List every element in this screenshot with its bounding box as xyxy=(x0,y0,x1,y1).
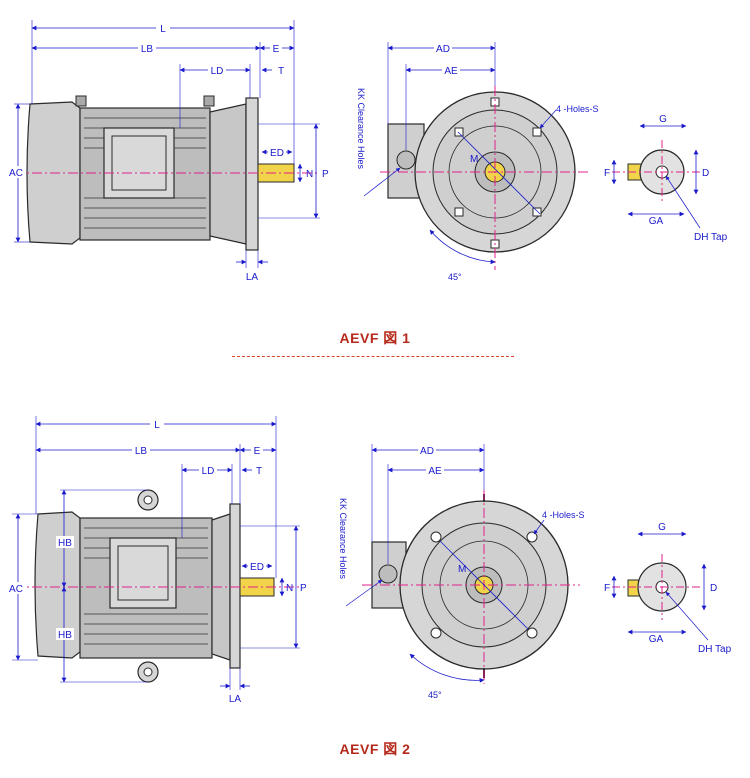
fig2-label-E: E xyxy=(254,446,261,457)
fig2-label-T: T xyxy=(256,466,262,477)
fig1-label-GA: GA xyxy=(649,216,664,227)
figure-2: L LB E LD T xyxy=(6,416,732,705)
figure-separator xyxy=(232,356,514,357)
fig2-label-angle: 45° xyxy=(428,690,442,700)
fig2-shaft-end-view: G F D GA DH Tap xyxy=(604,522,732,655)
fig1-label-angle: 45° xyxy=(448,272,462,282)
figure-2-caption: AEVF 図 2 xyxy=(339,741,411,757)
fig1-shaft-end-view: G F D GA DH Tap xyxy=(604,114,728,243)
fig1-label-AC: AC xyxy=(9,168,23,179)
fig2-label-KK: KK Clearance Holes xyxy=(338,498,348,580)
fig1-label-F: F xyxy=(604,168,610,179)
fig2-label-G: G xyxy=(658,522,666,533)
fig2-label-HB-bottom: HB xyxy=(58,630,72,641)
fig1-side-view: L LB E LD T AC xyxy=(6,20,329,283)
fig1-label-LB: LB xyxy=(141,44,154,55)
fig2-label-LD: LD xyxy=(202,466,215,477)
fig2-label-F: F xyxy=(604,583,610,594)
fig2-label-AE: AE xyxy=(428,466,442,477)
fig2-label-LB: LB xyxy=(135,446,148,457)
fig1-label-M: M xyxy=(470,154,478,165)
fig2-label-D: D xyxy=(710,583,717,594)
fig2-label-GA: GA xyxy=(649,634,664,645)
fig2-label-AD: AD xyxy=(420,446,434,457)
fig2-front-view: AD AE M KK Clearance Holes 4 -Holes-S 45… xyxy=(338,444,585,700)
fig2-label-N: N xyxy=(286,583,293,594)
fig2-label-holes: 4 -Holes-S xyxy=(542,510,585,520)
fig2-label-ED: ED xyxy=(250,562,264,573)
figure-1-caption: AEVF 図 1 xyxy=(339,330,411,346)
fig1-label-DH: DH Tap xyxy=(694,232,728,243)
fig1-label-G: G xyxy=(659,114,667,125)
fig1-front-view: AD AE M KK Clearance Holes 4 -Holes-S 45… xyxy=(356,42,599,282)
fig1-label-LA: LA xyxy=(246,272,259,283)
fig2-label-HB-top: HB xyxy=(58,538,72,549)
fig1-label-ED: ED xyxy=(270,148,284,159)
fig1-label-T: T xyxy=(278,66,284,77)
fig1-label-L: L xyxy=(160,24,166,35)
fig1-label-P: P xyxy=(322,169,329,180)
fig1-label-LD: LD xyxy=(211,66,224,77)
fig2-label-M: M xyxy=(458,564,466,575)
fig2-label-L: L xyxy=(154,420,160,431)
fig1-label-AE: AE xyxy=(444,66,458,77)
fig2-label-DH: DH Tap xyxy=(698,644,732,655)
fig2-label-LA: LA xyxy=(229,694,242,705)
fig1-label-AD: AD xyxy=(436,44,450,55)
fig2-side-view: L LB E LD T xyxy=(6,416,307,705)
figure-1: L LB E LD T AC xyxy=(6,20,728,283)
fig1-label-holes: 4 -Holes-S xyxy=(556,104,599,114)
fig1-label-E: E xyxy=(273,44,280,55)
fig2-label-P: P xyxy=(300,583,307,594)
fig1-label-KK: KK Clearance Holes xyxy=(356,88,366,170)
fig1-label-D: D xyxy=(702,168,709,179)
fig1-label-N: N xyxy=(306,169,313,180)
fig2-label-AC: AC xyxy=(9,584,23,595)
